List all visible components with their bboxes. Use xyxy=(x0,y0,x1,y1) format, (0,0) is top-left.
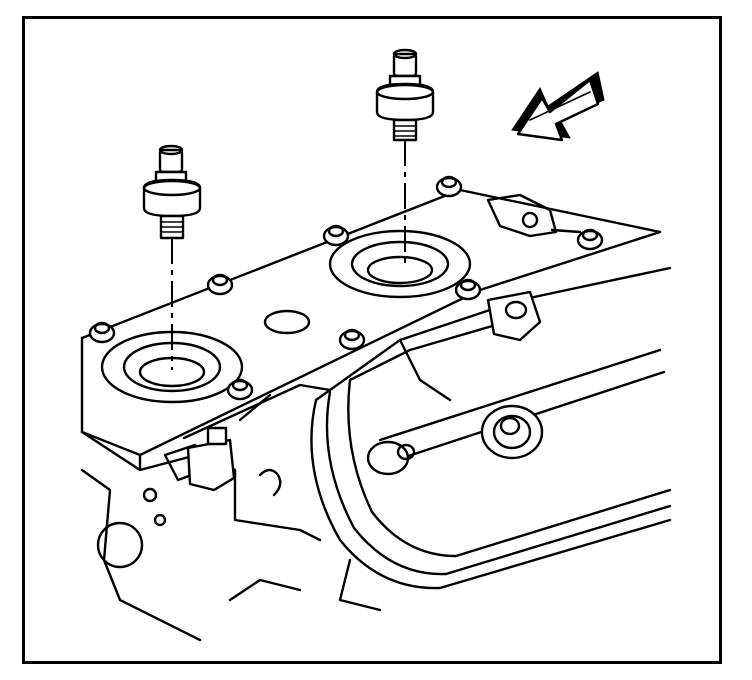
direction-arrow xyxy=(511,71,605,142)
head-bolt xyxy=(206,273,234,296)
head-bolt xyxy=(226,378,254,401)
valve-cover xyxy=(310,266,672,612)
sensor-bore-right xyxy=(328,229,472,299)
head-bolt xyxy=(576,228,604,251)
head-bolts xyxy=(88,175,604,401)
engine-block xyxy=(80,430,322,642)
knock-sensor-left xyxy=(142,144,202,240)
mounting-stud xyxy=(186,426,236,492)
head-bolt xyxy=(88,321,116,344)
head-bolt xyxy=(322,224,350,247)
knock-sensor-right xyxy=(375,48,435,142)
head-bolt xyxy=(338,328,366,351)
head-bolt xyxy=(454,278,482,301)
head-bolt xyxy=(435,175,463,198)
